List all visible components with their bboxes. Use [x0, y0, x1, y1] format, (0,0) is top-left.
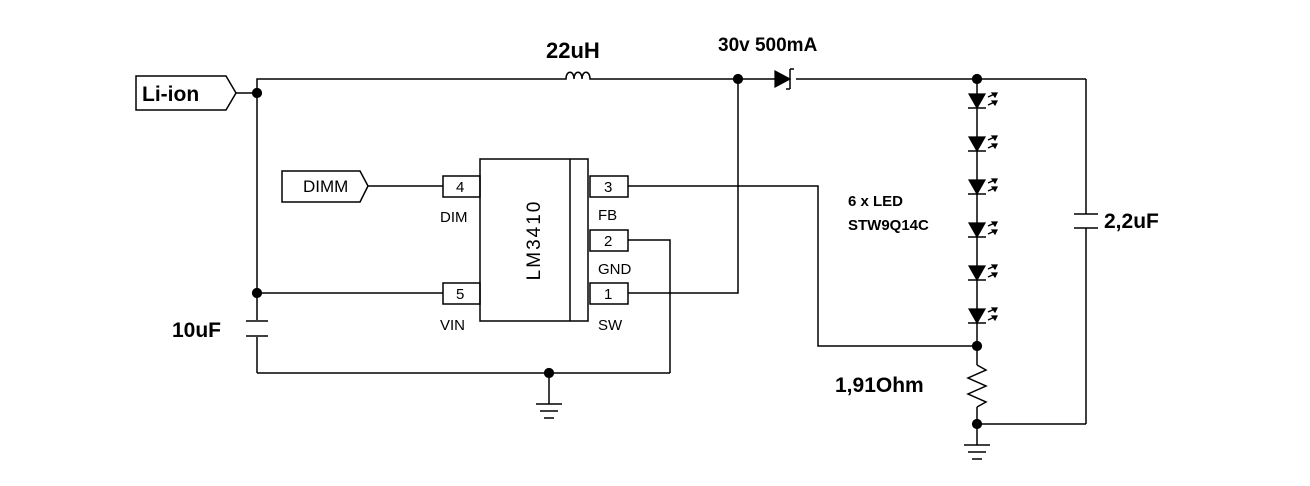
dimm-label: DIMM: [303, 177, 348, 196]
inductor-value-label: 22uH: [546, 38, 600, 63]
pin-1-number: 1: [604, 286, 612, 303]
sense-resistor-symbol: 1,91Ohm: [835, 346, 988, 445]
top-rail-wires: [236, 78, 1086, 94]
ic-pin-1: 1 SW: [589, 282, 629, 334]
led-2: [967, 135, 998, 153]
output-cap-label: 2,2uF: [1104, 210, 1159, 233]
ic-pin-2: 2 GND: [589, 229, 632, 278]
ic-pin-4: 4 DIM: [440, 175, 481, 226]
sense-resistor-label: 1,91Ohm: [835, 374, 924, 397]
ic-right-wires: [628, 79, 977, 373]
ground-symbol-left: [536, 373, 562, 419]
li-ion-label: Li-ion: [142, 83, 199, 106]
pin-1-name: SW: [598, 317, 623, 334]
pin-4-number: 4: [456, 179, 464, 196]
ic-part-label: LM3410: [524, 200, 545, 281]
pin-3-name: FB: [598, 207, 617, 224]
led-symbols: [967, 92, 998, 325]
pin-5-number: 5: [456, 286, 464, 303]
led-part-label: STW9Q14C: [848, 217, 929, 234]
dimm-port: DIMM: [281, 170, 443, 203]
pin-4-name: DIM: [440, 209, 468, 226]
ic-pin-3: 3 FB: [589, 175, 629, 224]
pin-5-name: VIN: [440, 317, 465, 334]
led-5: [967, 264, 998, 282]
led-1: [967, 92, 998, 110]
inductor-symbol: 22uH: [546, 38, 600, 80]
led-count-label: 6 x LED: [848, 193, 903, 210]
input-capacitor-symbol: 10uF: [172, 319, 268, 342]
schottky-diode-symbol: 30v 500mA: [718, 35, 818, 90]
pin-3-number: 3: [604, 179, 612, 196]
input-cap-label: 10uF: [172, 319, 221, 342]
lm3410-ic: LM3410 4 DIM 5 VIN 3 FB 2 GND 1 SW: [440, 158, 632, 334]
ground-symbol-right: [964, 444, 990, 460]
led-4: [967, 221, 998, 239]
diode-rating-label: 30v 500mA: [718, 35, 818, 56]
pin-2-number: 2: [604, 233, 612, 250]
left-rail-wires: [256, 93, 670, 374]
output-capacitor-symbol: 2,2uF: [977, 79, 1159, 425]
led-3: [967, 178, 998, 196]
led-6: [967, 307, 998, 325]
pin-2-name: GND: [598, 261, 632, 278]
ic-pin-5: 5 VIN: [440, 282, 481, 334]
li-ion-port: Li-ion: [135, 75, 237, 111]
